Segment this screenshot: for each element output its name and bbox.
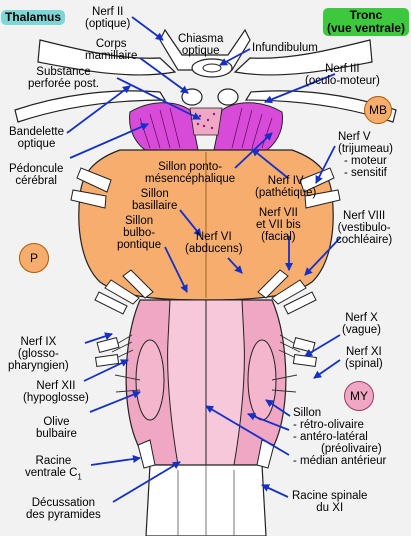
region-p-badge: P [19, 243, 49, 273]
label-nerf-iv: Nerf IV(pathétique) [255, 175, 317, 199]
region-mb-badge: MB [364, 96, 392, 124]
cerebral-peduncles [129, 102, 283, 151]
region-mb-text: MB [369, 103, 387, 117]
pointer-arrows [66, 16, 341, 503]
label-nerf-ii: Nerf II(optique) [85, 6, 131, 30]
label-sillon-ponto: Sillon ponto-mésencéphalique [145, 161, 236, 185]
thalamus-tag: Thalamus [1, 10, 66, 25]
label-nerf-xii: Nerf XII(hypoglosse) [23, 380, 89, 404]
tronc-tag-line1: Tronc [349, 8, 383, 22]
label-nerf-v: Nerf V (trijumeau) - moteur - sensitif [338, 131, 393, 179]
label-racine-c1: Racine ventrale C1 [25, 455, 82, 482]
tronc-tag-line2: (vue ventrale) [326, 21, 405, 35]
label-nerf-ix: Nerf IX(glosso-pharyngien) [8, 336, 69, 372]
region-my-text: MY [350, 389, 368, 403]
thalamus-tag-text: Thalamus [5, 10, 62, 24]
region-p-text: P [29, 251, 38, 265]
label-nerf-xi: Nerf XI(spinal) [345, 346, 383, 370]
label-nerf-viii: Nerf VIII(vestibulo-cochléaire) [336, 210, 393, 246]
label-infundibulum: Infundibulum [252, 42, 318, 54]
label-nerf-vi: Nerf VI(abducens) [185, 231, 243, 255]
label-nerf-x: Nerf X(vague) [342, 312, 381, 336]
tronc-tag: Tronc (vue ventrale) [322, 8, 409, 36]
label-nerf-iii: Nerf III(oculo-moteur) [305, 63, 380, 87]
region-my-badge: MY [344, 381, 374, 411]
label-sillon-group: Sillon - rétro-olivaire - antéro-latéral… [293, 407, 387, 467]
